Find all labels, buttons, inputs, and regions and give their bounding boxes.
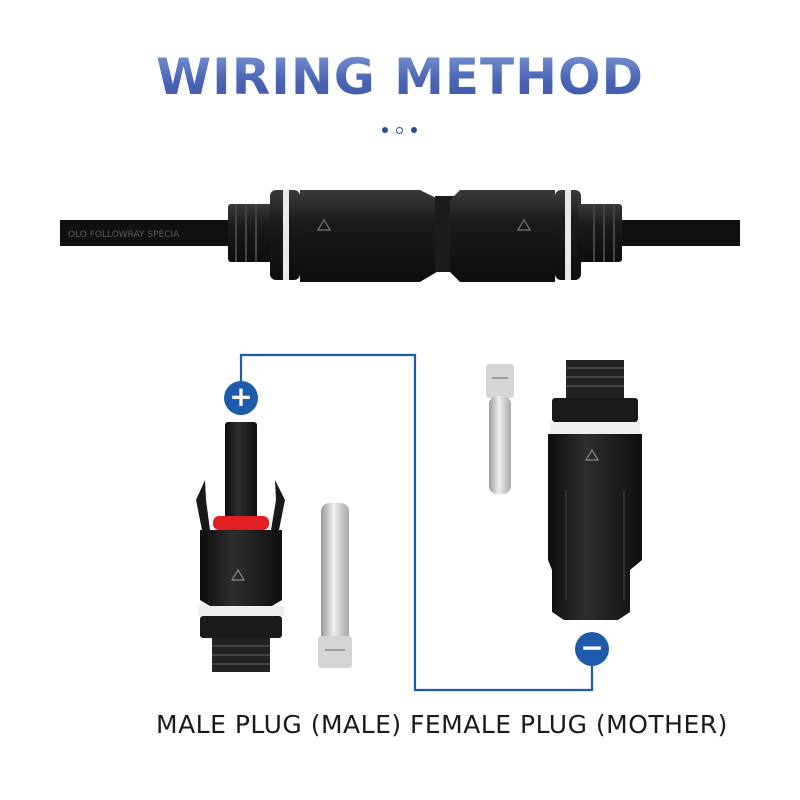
right-nut [578, 204, 622, 262]
minus-icon: − [575, 632, 609, 666]
female-plug-label: FEMALE PLUG (MOTHER) [410, 710, 728, 739]
pagination-dots [380, 125, 420, 135]
warning-icon [516, 218, 532, 231]
female-housing [450, 190, 555, 282]
male-housing [300, 190, 440, 282]
female-metal-pin [486, 364, 514, 398]
female-nut [552, 398, 638, 422]
assembled-connector: OLO FOLLOWRAY SPECIA [60, 190, 740, 282]
male-nut [200, 616, 282, 638]
right-seal-ring [565, 190, 571, 280]
warning-icon [316, 218, 332, 231]
dot-indicator-active [396, 127, 403, 134]
female-plug [486, 360, 642, 620]
wiring-line [239, 353, 594, 692]
latch-left [196, 480, 210, 530]
male-metal-pin [321, 503, 349, 663]
left-seal-ring [283, 190, 289, 280]
o-ring [213, 516, 269, 530]
warning-icon [584, 448, 600, 461]
female-thread [566, 360, 624, 400]
female-body [548, 434, 642, 620]
male-seal-ring [198, 606, 284, 616]
left-nut [228, 204, 272, 262]
male-plug-label: MALE PLUG (MALE) [156, 710, 402, 739]
cable-left [60, 220, 230, 246]
dot-indicator [411, 127, 417, 133]
plus-icon: + [224, 381, 258, 415]
dot-indicator [382, 127, 388, 133]
latch-right [271, 480, 285, 530]
female-seal-ring [550, 422, 640, 434]
male-pin-sleeve [225, 422, 257, 522]
male-body [200, 530, 282, 606]
warning-icon [230, 568, 246, 581]
page-title: WIRING METHOD [0, 48, 800, 106]
male-plug [196, 422, 352, 672]
cable-print: OLO FOLLOWRAY SPECIA [68, 230, 180, 240]
